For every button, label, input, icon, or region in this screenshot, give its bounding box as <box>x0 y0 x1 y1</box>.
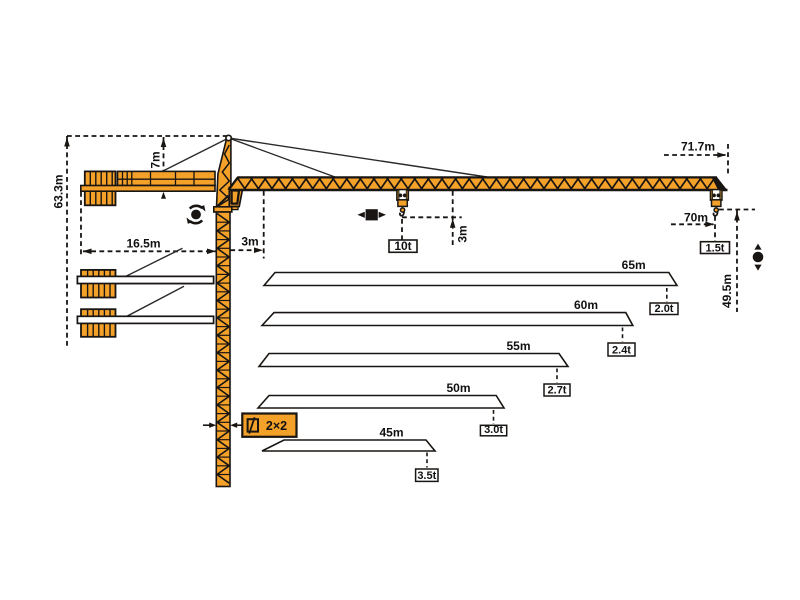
svg-text:60m: 60m <box>574 298 598 312</box>
svg-text:49.5m: 49.5m <box>720 274 734 308</box>
svg-text:2.0t: 2.0t <box>655 303 674 315</box>
svg-text:70m: 70m <box>684 210 708 224</box>
svg-text:55m: 55m <box>506 339 530 353</box>
svg-text:3.5t: 3.5t <box>417 470 436 482</box>
svg-text:7m: 7m <box>148 151 162 168</box>
svg-text:16.5m: 16.5m <box>126 236 160 250</box>
svg-text:45m: 45m <box>379 426 403 440</box>
svg-text:2×2: 2×2 <box>266 419 287 433</box>
svg-text:10t: 10t <box>394 239 411 253</box>
svg-text:3.0t: 3.0t <box>484 424 503 436</box>
svg-text:50m: 50m <box>446 381 470 395</box>
svg-text:3m: 3m <box>241 235 258 249</box>
svg-text:71.7m: 71.7m <box>681 140 715 154</box>
svg-text:2.4t: 2.4t <box>612 344 631 356</box>
svg-text:65m: 65m <box>622 258 646 272</box>
svg-text:2.7t: 2.7t <box>548 384 567 396</box>
svg-text:1.5t: 1.5t <box>706 242 725 254</box>
svg-text:3m: 3m <box>455 225 469 242</box>
svg-text:63.3m: 63.3m <box>51 174 65 208</box>
